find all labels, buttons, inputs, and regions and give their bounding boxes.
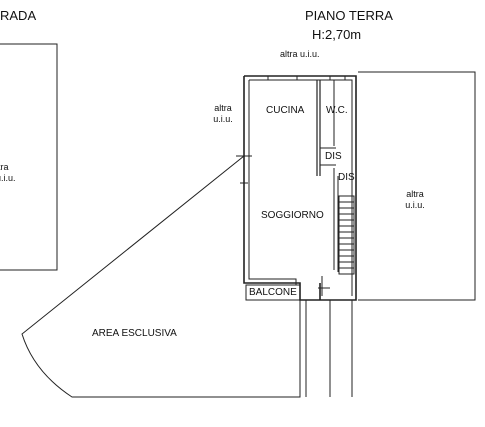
door-marks (236, 155, 330, 296)
neighbor-top-label: altra u.i.u. (280, 49, 320, 59)
corridor-walls (333, 80, 339, 272)
room-soggiorno: SOGGIORNO (261, 210, 324, 221)
room-wc: W.C. (326, 105, 348, 116)
wc-bottom-wall (320, 147, 336, 166)
ceiling-height-label: H:2,70m (312, 27, 362, 42)
room-dis-1: DIS (325, 151, 342, 162)
area-esclusiva-outline (21, 155, 301, 398)
room-dis-2: DIS (338, 172, 355, 183)
apartment-inner-wall (248, 79, 353, 296)
top-windows (267, 76, 346, 80)
room-area-esclusiva: AREA ESCLUSIVA (92, 328, 177, 339)
staircase (338, 195, 355, 275)
room-balcone: BALCONE (249, 287, 297, 298)
balcone-box (245, 284, 301, 301)
street-label-cut: RADA (0, 8, 37, 23)
walkway-lines (305, 300, 353, 397)
room-cucina: CUCINA (266, 105, 305, 116)
far-left-unit-outline (0, 43, 58, 271)
partition-wc (316, 80, 321, 176)
floor-title: PIANO TERRA (305, 8, 393, 23)
right-unit-outline (358, 71, 476, 301)
